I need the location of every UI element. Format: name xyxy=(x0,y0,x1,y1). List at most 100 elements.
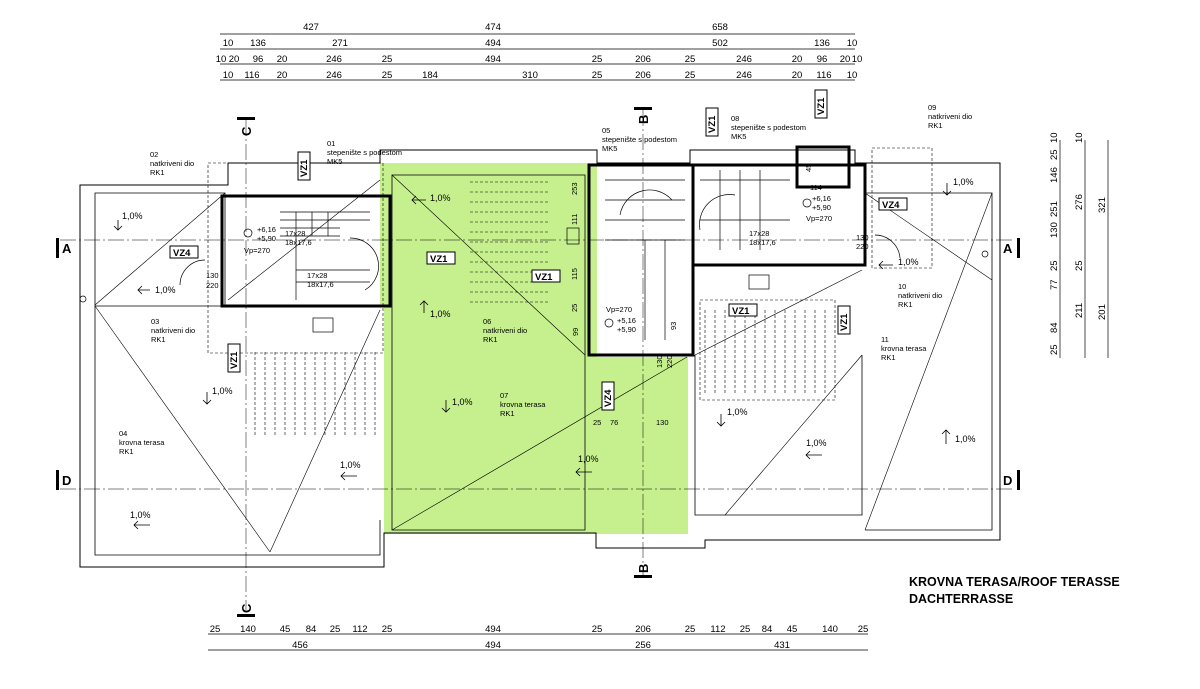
dim-text: 206 xyxy=(635,70,651,81)
svg-text:VZ4: VZ4 xyxy=(882,200,900,211)
dim-text: 502 xyxy=(712,38,728,49)
dim-text: 20 xyxy=(277,54,288,65)
caption-line-1: KROVNA TERASA/ROOF TERASSE xyxy=(909,575,1120,589)
svg-text:99: 99 xyxy=(571,328,580,336)
svg-text:1,0%: 1,0% xyxy=(122,211,143,221)
svg-text:130: 130 xyxy=(856,233,869,242)
svg-text:17x28: 17x28 xyxy=(749,229,769,238)
vz1-tag: VZ1 xyxy=(814,89,828,119)
dim-text: 427 xyxy=(303,22,319,33)
svg-text:18x17,6: 18x17,6 xyxy=(285,238,312,247)
svg-text:06: 06 xyxy=(483,317,491,326)
dim-text: 184 xyxy=(422,70,438,81)
dim-text: 140 xyxy=(822,624,838,635)
svg-text:130: 130 xyxy=(656,418,669,427)
svg-text:220: 220 xyxy=(665,355,674,368)
level-notes: +6,16 +5,90 Vp=270 17x28 18x17,6 17x28 1… xyxy=(206,164,869,427)
dim-text: 10 xyxy=(223,70,234,81)
svg-text:10: 10 xyxy=(898,282,906,291)
svg-text:VZ1: VZ1 xyxy=(229,351,240,369)
svg-text:+6,16: +6,16 xyxy=(257,225,276,234)
dim-text: 25 xyxy=(382,624,393,635)
svg-text:C: C xyxy=(239,603,254,613)
stair-curve-left xyxy=(349,237,379,291)
svg-text:RK1: RK1 xyxy=(898,300,913,309)
svg-text:25: 25 xyxy=(570,304,579,312)
vz4-tag: VZ4 xyxy=(169,245,199,259)
svg-text:1,0%: 1,0% xyxy=(452,397,473,407)
green-terrace-area xyxy=(380,163,688,534)
drainage-lines xyxy=(94,174,993,553)
dimension-lines xyxy=(208,33,1109,651)
dim-text: 84 xyxy=(762,624,773,635)
dim-text: 321 xyxy=(1097,197,1108,213)
svg-text:253: 253 xyxy=(570,182,579,195)
stair-curve-mid xyxy=(619,189,673,216)
dim-text: 84 xyxy=(1049,322,1060,333)
svg-text:Vp=270: Vp=270 xyxy=(806,214,832,223)
svg-text:17x28: 17x28 xyxy=(285,229,305,238)
dim-text: 256 xyxy=(635,640,651,651)
dim-text: 45 xyxy=(280,624,291,635)
svg-text:VZ1: VZ1 xyxy=(839,313,850,331)
vz1-tag: VZ1 xyxy=(426,251,456,265)
vz4-tag: VZ4 xyxy=(878,197,908,211)
dim-text: 25 xyxy=(685,54,696,65)
right-dimensions: 25 10 146 251 130 25 77 84 25 10 276 25 … xyxy=(1049,132,1108,355)
drawing-caption: KROVNA TERASA/ROOF TERASSE DACHTERRASSE xyxy=(909,574,1120,608)
dim-text: 494 xyxy=(485,54,501,65)
svg-text:1,0%: 1,0% xyxy=(340,460,361,470)
dim-text: 276 xyxy=(1074,194,1085,210)
dim-text: 25 xyxy=(1074,260,1085,271)
dim-text: 271 xyxy=(332,38,348,49)
dim-text: 10 xyxy=(216,54,227,65)
svg-text:MK5: MK5 xyxy=(731,132,746,141)
svg-text:18x17,6: 18x17,6 xyxy=(307,280,334,289)
svg-text:93: 93 xyxy=(669,322,678,330)
svg-text:25: 25 xyxy=(593,418,601,427)
svg-text:1,0%: 1,0% xyxy=(955,434,976,444)
svg-text:C: C xyxy=(239,126,254,136)
dim-text: 20 xyxy=(229,54,240,65)
svg-text:45: 45 xyxy=(804,164,813,172)
dim-text: 25 xyxy=(592,54,603,65)
dim-text: 45 xyxy=(787,624,798,635)
pergola-hatch xyxy=(207,147,933,435)
dim-text: 494 xyxy=(485,624,501,635)
dim-text: 25 xyxy=(592,624,603,635)
terrace-edge-mid xyxy=(694,355,863,516)
dim-text: 140 xyxy=(240,624,256,635)
svg-text:1,0%: 1,0% xyxy=(155,285,176,295)
svg-text:VZ4: VZ4 xyxy=(603,389,614,407)
dim-text: 431 xyxy=(774,640,790,651)
dim-text: 112 xyxy=(352,624,367,635)
svg-text:A: A xyxy=(62,241,72,256)
vz1-tag: VZ1 xyxy=(837,305,851,335)
svg-text:RK1: RK1 xyxy=(150,168,165,177)
svg-text:04: 04 xyxy=(119,429,127,438)
dim-text: 206 xyxy=(635,624,651,635)
dim-text: 206 xyxy=(635,54,651,65)
svg-text:B: B xyxy=(636,115,651,124)
axis-markers: A A D D C C B B xyxy=(56,107,1020,617)
svg-text:A: A xyxy=(1003,241,1013,256)
dim-text: 25 xyxy=(1049,344,1060,355)
dim-text: 25 xyxy=(685,624,696,635)
dim-text: 246 xyxy=(326,54,342,65)
dim-text: 136 xyxy=(250,38,266,49)
svg-text:natkriveni dio: natkriveni dio xyxy=(151,326,195,335)
svg-text:VZ1: VZ1 xyxy=(707,115,718,133)
dim-text: 474 xyxy=(485,22,501,33)
dim-text: 130 xyxy=(1049,222,1060,238)
svg-text:130: 130 xyxy=(655,355,664,368)
svg-text:+6,16: +6,16 xyxy=(812,194,831,203)
caption-line-2: DACHTERRASSE xyxy=(909,592,1014,606)
dim-text: 456 xyxy=(292,640,308,651)
